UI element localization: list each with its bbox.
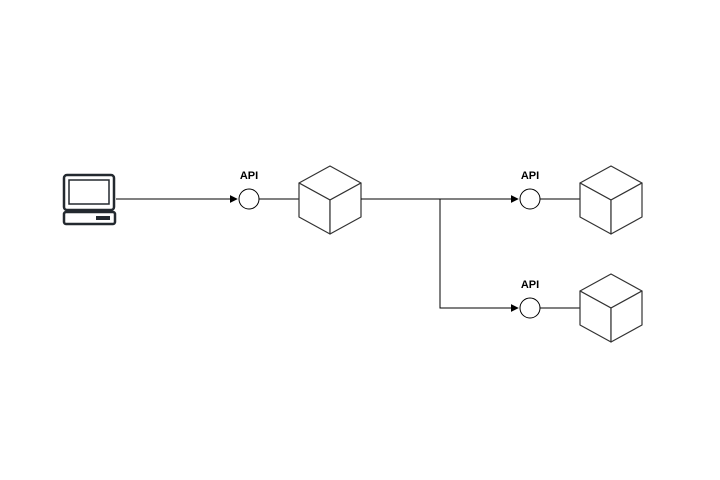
cube-icon (579, 273, 643, 343)
api-interface-main: API (238, 170, 260, 210)
api-lollipop-circle (238, 188, 260, 210)
api-lollipop-circle (519, 188, 541, 210)
connector-split-bottom (439, 199, 519, 312)
cube-icon (298, 165, 362, 235)
cube-icon (579, 165, 643, 235)
laptop-computer-icon (62, 173, 117, 226)
api-label: API (521, 279, 539, 291)
api-lollipop-circle (519, 297, 541, 319)
api-interface-top: API (519, 170, 541, 210)
api-label: API (240, 170, 258, 182)
api-interface-bottom: API (519, 279, 541, 319)
api-label: API (521, 170, 539, 182)
